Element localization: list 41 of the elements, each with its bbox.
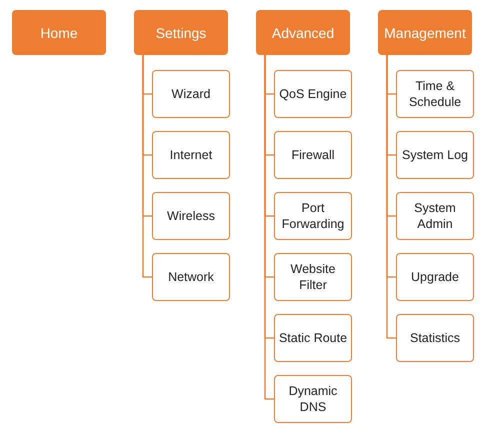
node-label: Wireless [167, 208, 215, 224]
node-label: System Admin [413, 200, 457, 232]
node-label: Home [40, 24, 78, 40]
submenu-box [396, 131, 474, 179]
node-label: System Log [402, 146, 468, 164]
submenu-box [152, 70, 230, 118]
submenu-box [274, 375, 352, 423]
node-label: Static Route [278, 330, 348, 346]
menu-box [256, 10, 350, 55]
connector-line [264, 55, 274, 400]
submenu-box [274, 192, 352, 240]
submenu-box [274, 253, 352, 301]
node-label: Advanced [272, 24, 334, 40]
submenu-box [396, 192, 474, 240]
submenu-box [152, 131, 230, 179]
submenu-box [274, 70, 352, 118]
menu-box [378, 10, 472, 55]
node-label: Network [168, 268, 214, 286]
menu-box [134, 10, 228, 55]
menu-box [12, 10, 106, 55]
submenu-box [396, 253, 474, 301]
node-label: Time & Schedule [408, 78, 462, 110]
submenu-box [396, 314, 474, 362]
node-label: Wizard [172, 86, 210, 102]
node-label: Upgrade [411, 268, 459, 286]
connector-line [142, 55, 152, 278]
submenu-box [152, 253, 230, 301]
submenu-box [274, 131, 352, 179]
submenu-box [274, 314, 352, 362]
node-label: Statistics [410, 330, 460, 346]
node-label: Port Forwarding [280, 200, 346, 232]
node-label: Dynamic DNS [288, 382, 338, 416]
node-label: Firewall [291, 146, 335, 164]
node-label: Website Filter [290, 260, 336, 294]
node-label: Internet [170, 146, 212, 164]
submenu-box [396, 70, 474, 118]
node-label: Settings [156, 24, 206, 40]
submenu-box [152, 192, 230, 240]
node-label: Management [384, 24, 466, 40]
node-label: QoS Engine [279, 86, 347, 102]
connector-line [386, 55, 396, 339]
